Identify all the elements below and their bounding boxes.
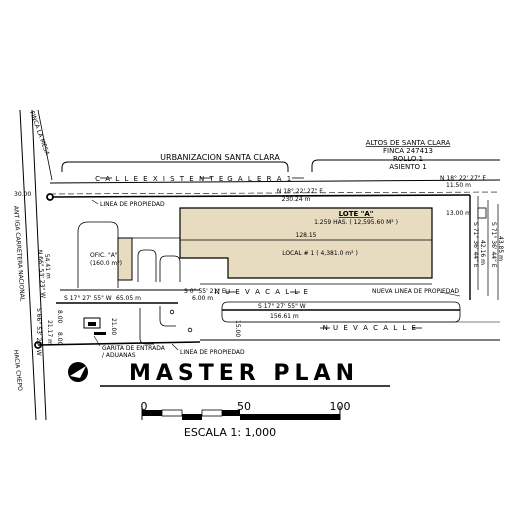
right-v2-bearing: S 71° 36' 44" E <box>490 222 497 268</box>
carretera-edge-inner <box>31 109 47 421</box>
nueva-calle-right-label: N U E V A C A L L E <box>323 324 418 332</box>
right-v2-dist: 43.85 m <box>497 236 504 261</box>
left-offset-label: 30.00 <box>14 191 31 198</box>
scale-tick-100: 100 <box>330 400 351 413</box>
lote-a-area: 1.259 HAS. ( 12,595.60 M² ) <box>314 219 398 226</box>
top-right-dist1-label: 11.50 m <box>446 182 471 189</box>
linea-propiedad-bottom-note: LINEA DE PROPIEDAD <box>180 349 245 356</box>
property-line-bottom <box>37 341 201 346</box>
master-plan-title: MASTER PLAN <box>129 361 359 386</box>
linea-top-leader <box>91 199 99 205</box>
s0-bearing-label: S 0° 55' 21" E <box>184 288 226 295</box>
left-low-dist-label: 21.17 m <box>46 320 53 345</box>
calle-existente-line-top <box>49 179 501 184</box>
carretera-edge-outer <box>19 109 37 421</box>
chepo-label: HACIA CHEPO <box>12 349 23 391</box>
nueva-calle-mid-label: N U E V A C A L L E <box>215 288 310 296</box>
rollo-label: ROLLO 1 <box>393 155 423 163</box>
left-bearing-label: N 66° 53' 23" W <box>36 250 46 299</box>
scale-caption: ESCALA 1: 1,000 <box>184 426 276 439</box>
top-right-dist2-label: 13.00 m <box>446 210 471 217</box>
linea-propiedad-top-note: LINEA DE PROPIEDAD <box>100 201 165 208</box>
calle-existente-line-bottom <box>49 191 501 195</box>
finca-mesa-edge <box>37 109 53 181</box>
altos-boundary-curve <box>311 159 500 172</box>
aduanas-label: / ADUANAS <box>102 352 136 359</box>
lower-parking-a <box>139 308 154 345</box>
s17-left-bearing-label: S 17° 27' 55" W <box>64 295 112 302</box>
garita-gate <box>94 332 106 335</box>
dim-8b-label: 8.00 <box>56 332 63 346</box>
scale-bar <box>141 406 341 420</box>
local-1-label: LOCAL # 1 ( 4,381.0 m² ) <box>282 250 358 257</box>
lote-a-name: LOTE "A" <box>339 210 374 218</box>
s17-right-dist-label: 156.61 m <box>270 313 299 320</box>
finca-label: FINCA 247413 <box>383 147 433 155</box>
garita-label: GARITA DE ENTRADA <box>102 345 166 352</box>
parking-loop-2 <box>159 255 181 282</box>
scale-tick-50: 50 <box>237 400 251 413</box>
urbanizacion-label: URBANIZACION SANTA CLARA <box>160 153 280 162</box>
right-structure <box>477 207 487 219</box>
top-bearing-label: N 18° 22' 27" E <box>277 188 323 195</box>
s0-dist-label: 6.00 m <box>192 295 213 302</box>
top-right-bearing-label: N 18° 22' 27" E <box>440 175 486 182</box>
top-dist-label: 230.24 m <box>282 196 311 203</box>
dim-15-label: 15.00 <box>234 320 241 337</box>
asiento-label: ASIENTO 1 <box>389 163 426 171</box>
lote-a-building <box>179 207 433 279</box>
north-arrow-icon <box>68 362 88 382</box>
corner-marker-top-left <box>46 193 54 201</box>
parking-loop-1 <box>137 249 157 282</box>
linea-bottom-leader <box>171 343 179 351</box>
carretera-label: ANT IGA CARRETERA NACIONAL <box>12 206 26 302</box>
left-site-outline <box>77 221 119 288</box>
left-dist-label: 54.41 m <box>43 254 52 280</box>
dim-21-label: 21.00 <box>110 318 117 335</box>
ofic-a-area: (160.0 m²) <box>90 260 122 267</box>
lote-a-width: 128.15 <box>296 232 317 239</box>
right-v1-bearing: S 71° 36' 44" E <box>472 222 479 268</box>
marker-dot-1 <box>169 309 175 315</box>
altos-title: ALTOS DE SANTA CLARA <box>366 139 451 147</box>
property-line-top <box>49 194 471 198</box>
dim-8a-label: 8.00 <box>56 310 63 324</box>
urbanizacion-boundary-curve <box>61 161 289 172</box>
calle-existente-label: C A L L E E X I S T E N T E <box>95 175 225 183</box>
right-v1-dist: 42.16 m <box>479 240 486 265</box>
scale-tick-0: 0 <box>141 400 148 413</box>
garita-inner <box>88 322 96 326</box>
nueva-linea-leader <box>439 291 461 297</box>
lower-strip-outline <box>221 301 461 323</box>
s17-left-dist-label: 65.05 m <box>116 295 141 302</box>
lower-parking-b <box>159 306 176 327</box>
galera-label: G A L E R A 1 <box>227 175 293 183</box>
s17-right-bearing-label: S 17° 27' 55" W <box>258 303 306 310</box>
left-low-bearing-label: S 66° 53' 21" W <box>35 308 42 356</box>
marker-dot-2 <box>187 327 193 333</box>
ofic-a-building <box>117 237 133 281</box>
ofic-a-name: OFIC. "A" <box>90 252 118 259</box>
nueva-linea-note: NUEVA LINEA DE PROPIEDAD <box>372 288 459 295</box>
